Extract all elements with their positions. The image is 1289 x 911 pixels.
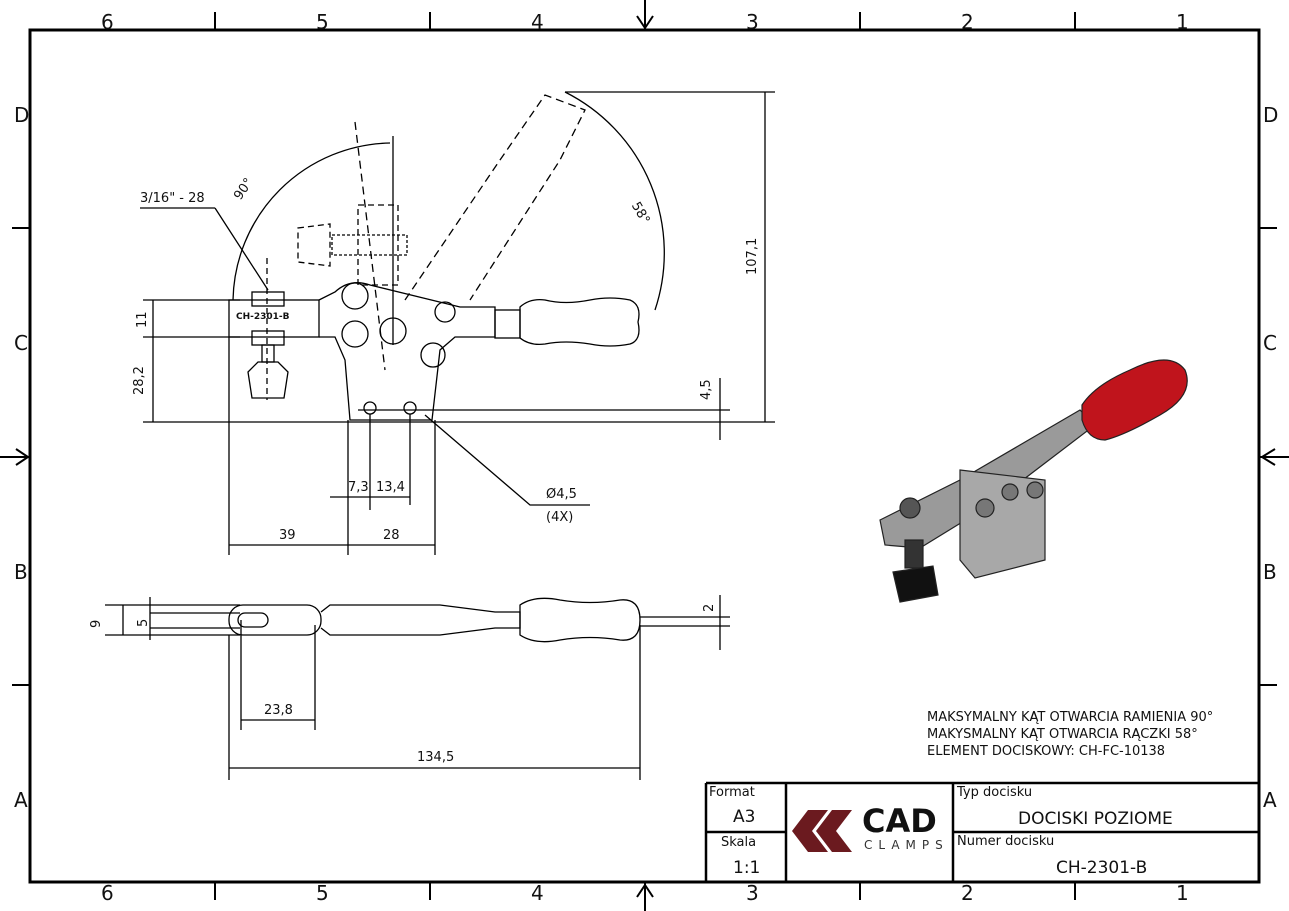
scale-value: 1:1 (733, 858, 761, 878)
zone-col-5-bottom: 5 (316, 881, 329, 905)
type-value: DOCISKI POZIOME (1018, 809, 1173, 829)
dim-total-height: 107,1 (745, 237, 760, 275)
note-handle-angle: MAKYSMALNY KĄT OTWARCIA RĄCZKI 58° (927, 727, 1198, 742)
dim-side-slot: 23,8 (264, 703, 293, 718)
logo-subtext: CLAMPS (864, 838, 949, 852)
zone-col-6-bottom: 6 (101, 881, 114, 905)
zone-row-c-right: C (1263, 331, 1277, 355)
part-marking: CH-2301-B (236, 312, 290, 322)
zone-row-d-right: D (1263, 103, 1279, 127)
zone-row-a-left: A (14, 788, 28, 812)
dim-base-width: 28 (383, 528, 400, 543)
dim-side-handle: 2 (702, 603, 717, 612)
dim-hole-offset: 4,5 (699, 379, 714, 400)
isometric-render (879, 359, 1188, 603)
dim-side-arm: 5 (136, 618, 151, 627)
note-clamping-element: ELEMENT DOCISKOWY: CH-FC-10138 (927, 744, 1166, 759)
dim-hole-diameter: Ø4,5 (546, 487, 577, 502)
zone-col-6-top: 6 (101, 10, 114, 34)
note-arm-angle: MAKSYMALNY KĄT OTWARCIA RAMIENIA 90° (927, 710, 1214, 725)
number-label: Numer docisku (957, 834, 1055, 849)
dim-arm-length: 39 (279, 528, 296, 543)
dim-overall-length: 134,5 (417, 750, 455, 765)
title-block-grid (704, 781, 1259, 882)
scale-label: Skala (721, 835, 757, 850)
zone-row-a-right: A (1263, 788, 1277, 812)
dim-hole-x1: 7,3 (348, 480, 369, 495)
zone-col-1-bottom: 1 (1176, 881, 1189, 905)
zone-row-d-left: D (14, 103, 30, 127)
zone-col-3-top: 3 (746, 10, 759, 34)
zone-col-5-top: 5 (316, 10, 329, 34)
format-value: A3 (733, 807, 756, 827)
dim-arm-height: 11 (135, 311, 150, 328)
zone-col-1-top: 1 (1176, 10, 1189, 34)
zone-col-2-bottom: 2 (961, 881, 974, 905)
zone-col-3-bottom: 3 (746, 881, 759, 905)
format-label: Format (709, 785, 755, 800)
side-view (105, 595, 730, 780)
dim-hole-count: (4X) (546, 510, 574, 525)
logo-text: CAD (862, 802, 937, 840)
zone-col-2-top: 2 (961, 10, 974, 34)
dim-side-total: 9 (89, 619, 104, 628)
zone-row-c-left: C (14, 331, 28, 355)
type-label: Typ docisku (957, 785, 1033, 800)
zone-col-4-bottom: 4 (531, 881, 544, 905)
zone-row-b-left: B (14, 560, 28, 584)
dim-base-to-arm: 28,2 (132, 366, 147, 395)
number-value: CH-2301-B (1056, 858, 1148, 878)
dim-hole-x2: 13,4 (376, 480, 405, 495)
zone-row-b-right: B (1263, 560, 1277, 584)
dim-thread: 3/16" - 28 (140, 191, 205, 206)
zone-col-4-top: 4 (531, 10, 544, 34)
front-view (140, 91, 775, 555)
cad-clamps-logo-mark (792, 810, 852, 852)
